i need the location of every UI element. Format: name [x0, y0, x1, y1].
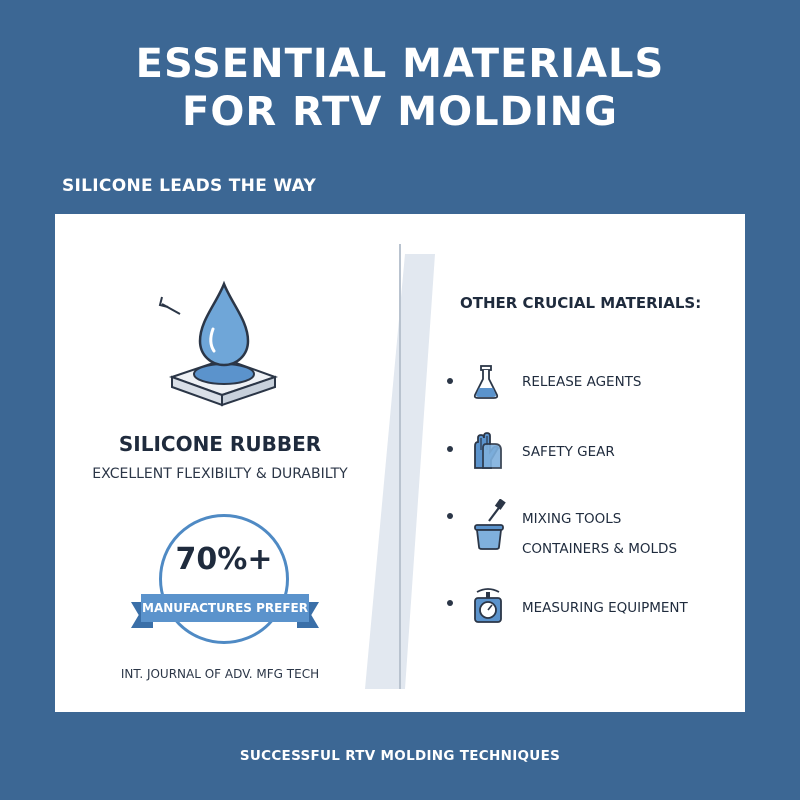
- badge-circle: [159, 514, 289, 644]
- bullet: [447, 600, 453, 606]
- bullet: [447, 446, 453, 452]
- bullet: [447, 378, 453, 384]
- gloves-icon: [474, 432, 502, 469]
- other-materials-title: OTHER CRUCIAL MATERIALS:: [460, 294, 702, 312]
- section-subtitle: SILICONE LEADS THE WAY: [62, 176, 317, 196]
- list-item-label: RELEASE AGENTS: [522, 374, 642, 390]
- silicone-rubber-title: SILICONE RUBBER: [118, 432, 322, 456]
- silicone-drop-icon: [158, 280, 279, 407]
- source-citation: INT. JOURNAL OF ADV. MFG TECH: [120, 667, 320, 681]
- silicone-rubber-description: EXCELLENT FLEXIBILTY & DURABILTY: [92, 466, 348, 482]
- list-item-label: MEASURING EQUIPMENT: [522, 600, 688, 616]
- brush-container-icon: [474, 499, 506, 550]
- title-line-1: ESSENTIAL MATERIALS: [135, 41, 665, 87]
- title-line-2: FOR RTV MOLDING: [182, 89, 618, 135]
- content-card: SILICONE RUBBER EXCELLENT FLEXIBILTY & D…: [55, 214, 745, 712]
- badge-ribbon: MANUFACTURES PREFER: [141, 594, 309, 622]
- badge-value: 70%+: [175, 542, 273, 577]
- footer-text: SUCCESSFUL RTV MOLDING TECHNIQUES: [239, 748, 561, 764]
- bullet: [447, 513, 453, 519]
- scale-icon: [474, 588, 502, 623]
- list-item-label: MIXING TOOLS: [522, 511, 622, 527]
- flask-icon: [473, 365, 499, 399]
- list-item-label: SAFETY GEAR: [522, 444, 615, 460]
- page-title: ESSENTIAL MATERIALS FOR RTV MOLDING: [0, 40, 800, 136]
- divider: [365, 244, 435, 689]
- preference-badge: 70%+ MANUFACTURES PREFER: [125, 514, 325, 644]
- list-item-label-secondary: CONTAINERS & MOLDS: [522, 541, 678, 557]
